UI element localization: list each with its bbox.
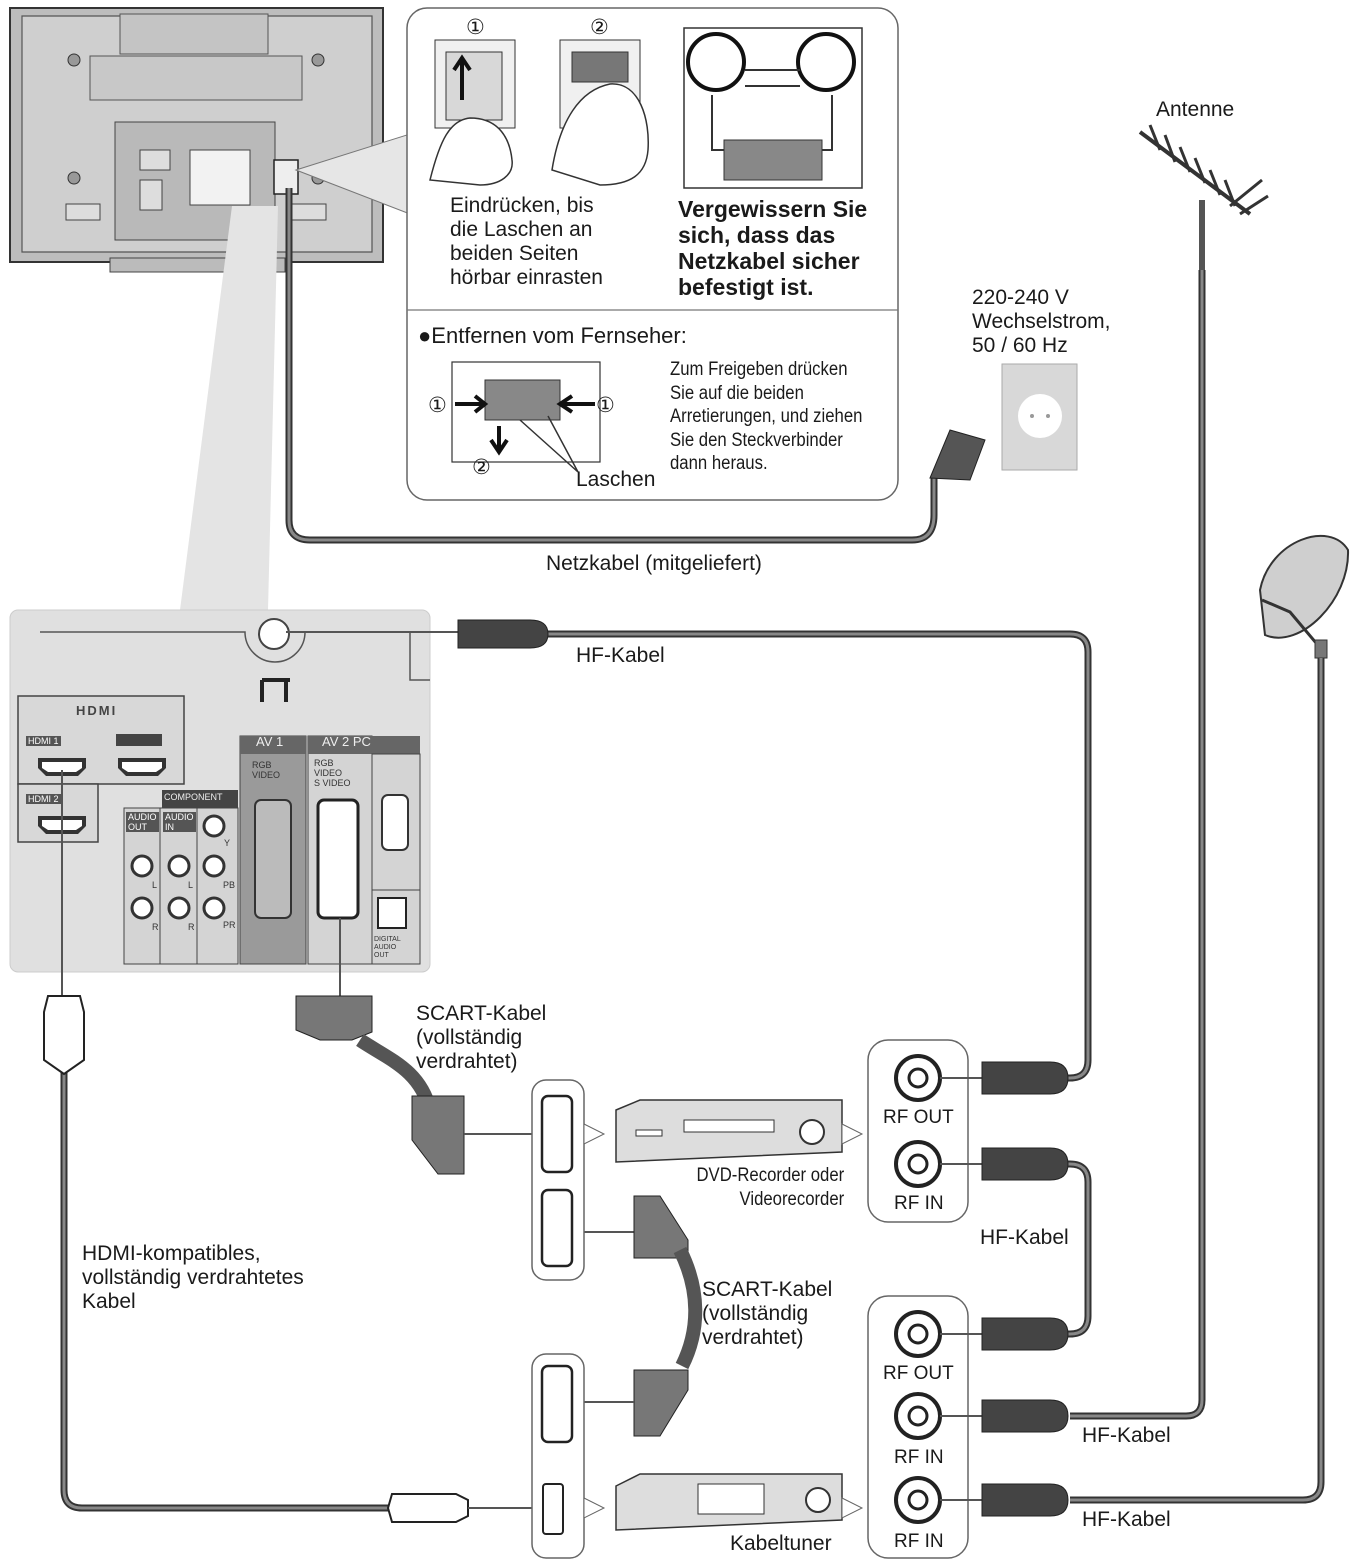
hdmi1-label: HDMI 1 [26, 736, 61, 746]
audio-out-label: AUDIO OUT [126, 812, 159, 832]
component-label: COMPONENT [164, 792, 223, 802]
secure-instruction: Vergewissern Sie sich, dass das Netzkabe… [678, 196, 868, 300]
scart-cable-2 [580, 1195, 703, 1437]
antenna-cables [1070, 270, 1325, 1504]
audio-r2-label: R [188, 922, 195, 932]
power-cord [285, 188, 986, 544]
av1-label: AV 1 [256, 734, 284, 749]
scart-cable-2-label: SCART-Kabel (vollständig verdrahtet) [702, 1278, 833, 1349]
tv-back-view [9, 7, 384, 273]
tuner-rf-in-1-label: RF IN [894, 1447, 944, 1468]
component-pb-label: PB [223, 880, 236, 890]
scart-cable-1-label: SCART-Kabel (vollständig verdrahtet) [416, 1002, 547, 1073]
rf-cable-loop [1060, 1160, 1092, 1338]
removal-right-number: ① [596, 394, 615, 417]
audio-l2-label: L [188, 880, 194, 890]
av2-label: AV 2 PC [322, 734, 371, 749]
recorder-rf-in-label: RF IN [894, 1193, 944, 1214]
component-y-label: Y [224, 838, 231, 848]
component-pr-label: PR [223, 920, 236, 930]
hdmi-logo: HDMI [76, 703, 118, 718]
dvd-recorder-icon [615, 1099, 864, 1163]
tuner-rf-panel [867, 1295, 969, 1559]
removal-instructions: Zum Freigeben drücken Sie auf die beiden… [670, 359, 863, 474]
av2-sub-label: RGB VIDEO S VIDEO [314, 758, 351, 788]
scart-cable-1 [295, 918, 532, 1175]
step-1-number: ① [466, 16, 485, 39]
rf-cable-top-label: HF-Kabel [576, 644, 665, 667]
recorder-scart-panel [531, 1079, 606, 1281]
rf-cable-mid-label: HF-Kabel [980, 1226, 1069, 1249]
tv-input-panel [9, 609, 431, 973]
rf-cable-sat-label: HF-Kabel [1082, 1508, 1171, 1531]
rf-cable-ant-label: HF-Kabel [1082, 1424, 1171, 1447]
hdmi-cable-label: HDMI-kompatibles, vollständig verdrahtet… [82, 1242, 304, 1313]
cable-tuner-icon [615, 1473, 864, 1531]
recorder-rf-panel [867, 1039, 969, 1223]
rf-cable-tv [286, 619, 1092, 1082]
wall-socket [1001, 363, 1078, 471]
recorder-rf-out-label: RF OUT [883, 1107, 954, 1128]
mains-label: 220-240 V Wechselstrom, 50 / 60 Hz [972, 286, 1111, 357]
hdmi-cable [43, 770, 532, 1523]
satellite-dish-icon [1258, 534, 1350, 659]
zoom-projection [180, 206, 278, 610]
antenna-icon [1138, 124, 1269, 270]
removal-heading: ●Entfernen vom Fernseher: [418, 323, 687, 348]
audio-in-label: AUDIO IN [163, 812, 196, 832]
audio-l1-label: L [152, 880, 158, 890]
hdmi2-label: HDMI 2 [26, 794, 61, 804]
digital-out-label: DIGITAL AUDIO OUT [374, 936, 401, 959]
power-cord-callout [406, 7, 899, 501]
tuner-scart-panel [531, 1353, 606, 1559]
audio-r1-label: R [152, 922, 159, 932]
removal-down-number: ② [472, 456, 491, 479]
tuner-rf-in-2-label: RF IN [894, 1531, 944, 1552]
press-instruction: Eindrücken, bis die Laschen an beiden Se… [450, 194, 603, 289]
removal-left-number: ① [428, 394, 447, 417]
rf-plugs [940, 1061, 1069, 1517]
av1-sub-label: RGB VIDEO [252, 760, 281, 780]
cable-tuner-label: Kabeltuner [730, 1532, 832, 1555]
recorder-label: DVD-Recorder oder Videorecorder [696, 1165, 845, 1210]
tuner-rf-out-label: RF OUT [883, 1363, 954, 1384]
power-cable-label: Netzkabel (mitgeliefert) [546, 552, 762, 575]
tabs-label: Laschen [576, 468, 656, 491]
step-2-number: ② [590, 16, 609, 39]
antenna-label: Antenne [1156, 98, 1235, 121]
